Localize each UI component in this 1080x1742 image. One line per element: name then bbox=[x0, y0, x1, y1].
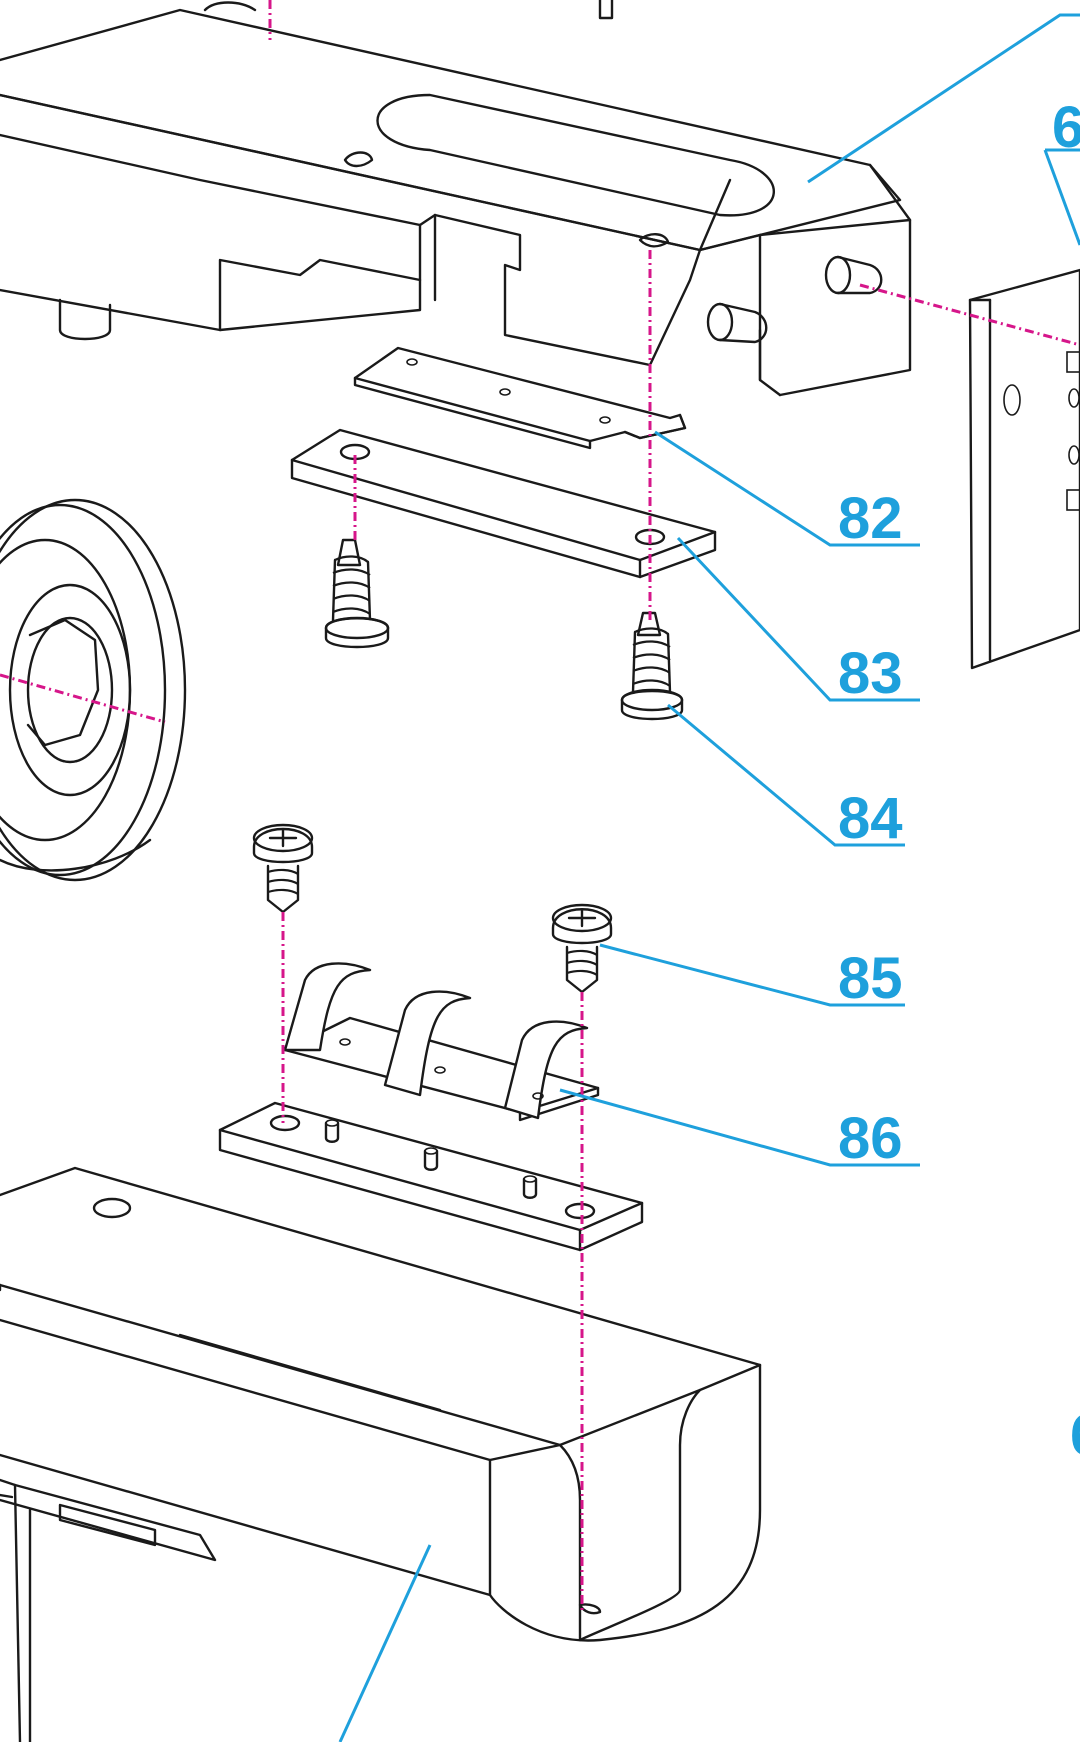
callout-86: 86 bbox=[838, 1106, 903, 1171]
callout-partial-right: 6 bbox=[1070, 1403, 1080, 1468]
lower-housing bbox=[0, 1166, 762, 1742]
callout-85: 85 bbox=[838, 946, 903, 1011]
side-panel bbox=[968, 268, 1080, 670]
part-86-clip-plate bbox=[283, 962, 600, 1122]
callout-partial-top: 6 bbox=[1052, 95, 1080, 160]
callout-83: 83 bbox=[838, 641, 903, 706]
part-82-thin-plate bbox=[353, 346, 687, 450]
part-83-bar bbox=[290, 428, 717, 579]
part-85-screw-right bbox=[551, 903, 613, 994]
bearing-bushing bbox=[0, 498, 187, 882]
callout-leaders bbox=[338, 13, 1080, 1742]
base-strip bbox=[218, 1101, 644, 1252]
upper-housing bbox=[0, 0, 912, 397]
part-85-screw-left bbox=[252, 823, 314, 914]
part-84-screw-right bbox=[620, 611, 684, 721]
alignment-axes bbox=[0, 0, 1080, 1610]
part-84-screw-left bbox=[324, 538, 390, 649]
callout-labels: 82 83 84 85 86 6 6 bbox=[838, 95, 1080, 1468]
callout-82: 82 bbox=[838, 486, 903, 551]
callout-84: 84 bbox=[838, 786, 903, 851]
